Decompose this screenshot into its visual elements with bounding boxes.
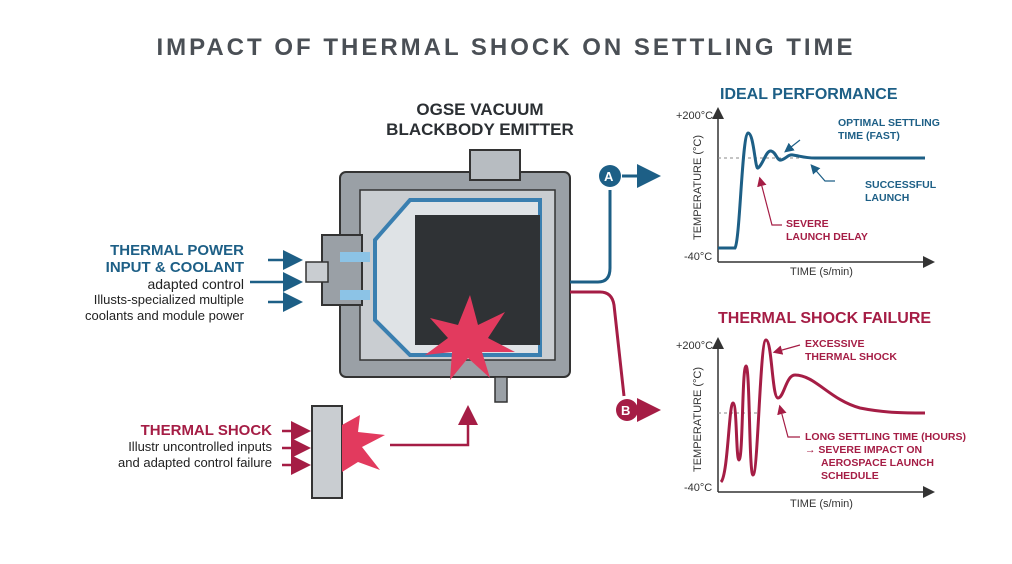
- ideal-chart: [712, 107, 935, 268]
- ideal-y-top: +200°C: [676, 110, 714, 122]
- ann-long-2: → SEVERE IMPACT ON: [805, 444, 923, 456]
- input-arrows: [250, 250, 303, 312]
- failure-chart: [712, 337, 935, 498]
- ann-success-2: LAUNCH: [865, 192, 910, 204]
- marker-a: [599, 165, 621, 187]
- ann-delay-1: SEVERE: [786, 218, 829, 230]
- marker-b-label: B: [621, 403, 631, 418]
- failure-title: THERMAL SHOCK FAILURE: [718, 310, 932, 327]
- ann-excessive-2: THERMAL SHOCK: [805, 351, 897, 363]
- failure-ylabel: TEMPERATURE (°C): [692, 366, 704, 472]
- input-sub-2: Illusts-specialized multiple: [93, 292, 244, 307]
- shock-label: THERMAL SHOCK Illustr uncontrolled input…: [118, 422, 272, 471]
- ann-optimal-1: OPTIMAL SETTLING: [838, 117, 940, 129]
- ann-long-3: AEROSPACE LAUNCH: [821, 457, 934, 469]
- device-title: OGSE VACUUM BLACKBODY EMITTER: [380, 100, 580, 140]
- ann-long-settling: LONG SETTLING TIME (HOURS) → SEVERE IMPA…: [805, 431, 966, 483]
- device-title-line2: BLACKBODY EMITTER: [386, 120, 574, 139]
- ann-optimal-2: TIME (FAST): [838, 130, 900, 142]
- burst-icon: [425, 295, 515, 380]
- ideal-title: IDEAL PERFORMANCE: [720, 86, 898, 103]
- failure-xlabel: TIME (s/min): [790, 498, 853, 510]
- ideal-xlabel: TIME (s/min): [790, 266, 853, 278]
- ann-excessive-1: EXCESSIVE: [805, 338, 865, 350]
- shock-heading: THERMAL SHOCK: [140, 422, 272, 439]
- input-heading-2: INPUT & COOLANT: [105, 259, 244, 276]
- shock-arrows: [282, 405, 478, 475]
- shock-sub-1: Illustr uncontrolled inputs: [128, 439, 272, 454]
- input-sub-3: coolants and module power: [85, 308, 244, 323]
- output-path-b: [570, 290, 626, 397]
- blackbody-emitter-device: [305, 149, 571, 403]
- failure-curve: [719, 338, 926, 484]
- device-title-line1: OGSE VACUUM: [416, 100, 544, 119]
- output-path-a: [570, 190, 612, 284]
- input-heading-1: THERMAL POWER: [110, 242, 244, 259]
- ann-success-1: SUCCESSFUL: [865, 179, 937, 191]
- ideal-ylabel: TEMPERATURE (°C): [692, 134, 704, 240]
- ann-long-4: SCHEDULE: [821, 470, 879, 482]
- page-title: IMPACT OF THERMAL SHOCK ON SETTLING TIME: [156, 34, 856, 61]
- shock-block: [311, 405, 385, 499]
- ideal-curve: [718, 131, 925, 250]
- failure-y-bottom: -40°C: [684, 482, 713, 494]
- ideal-y-bottom: -40°C: [684, 251, 713, 263]
- marker-a-label: A: [604, 169, 614, 184]
- ann-delay-2: LAUNCH DELAY: [786, 231, 868, 243]
- marker-b: [616, 399, 638, 421]
- input-label: THERMAL POWER INPUT & COOLANT adapted co…: [85, 242, 244, 324]
- ann-long-1: LONG SETTLING TIME (HOURS): [805, 431, 966, 443]
- failure-y-top: +200°C: [676, 340, 714, 352]
- input-sub-1: adapted control: [147, 276, 244, 292]
- shock-sub-2: and adapted control failure: [118, 455, 272, 470]
